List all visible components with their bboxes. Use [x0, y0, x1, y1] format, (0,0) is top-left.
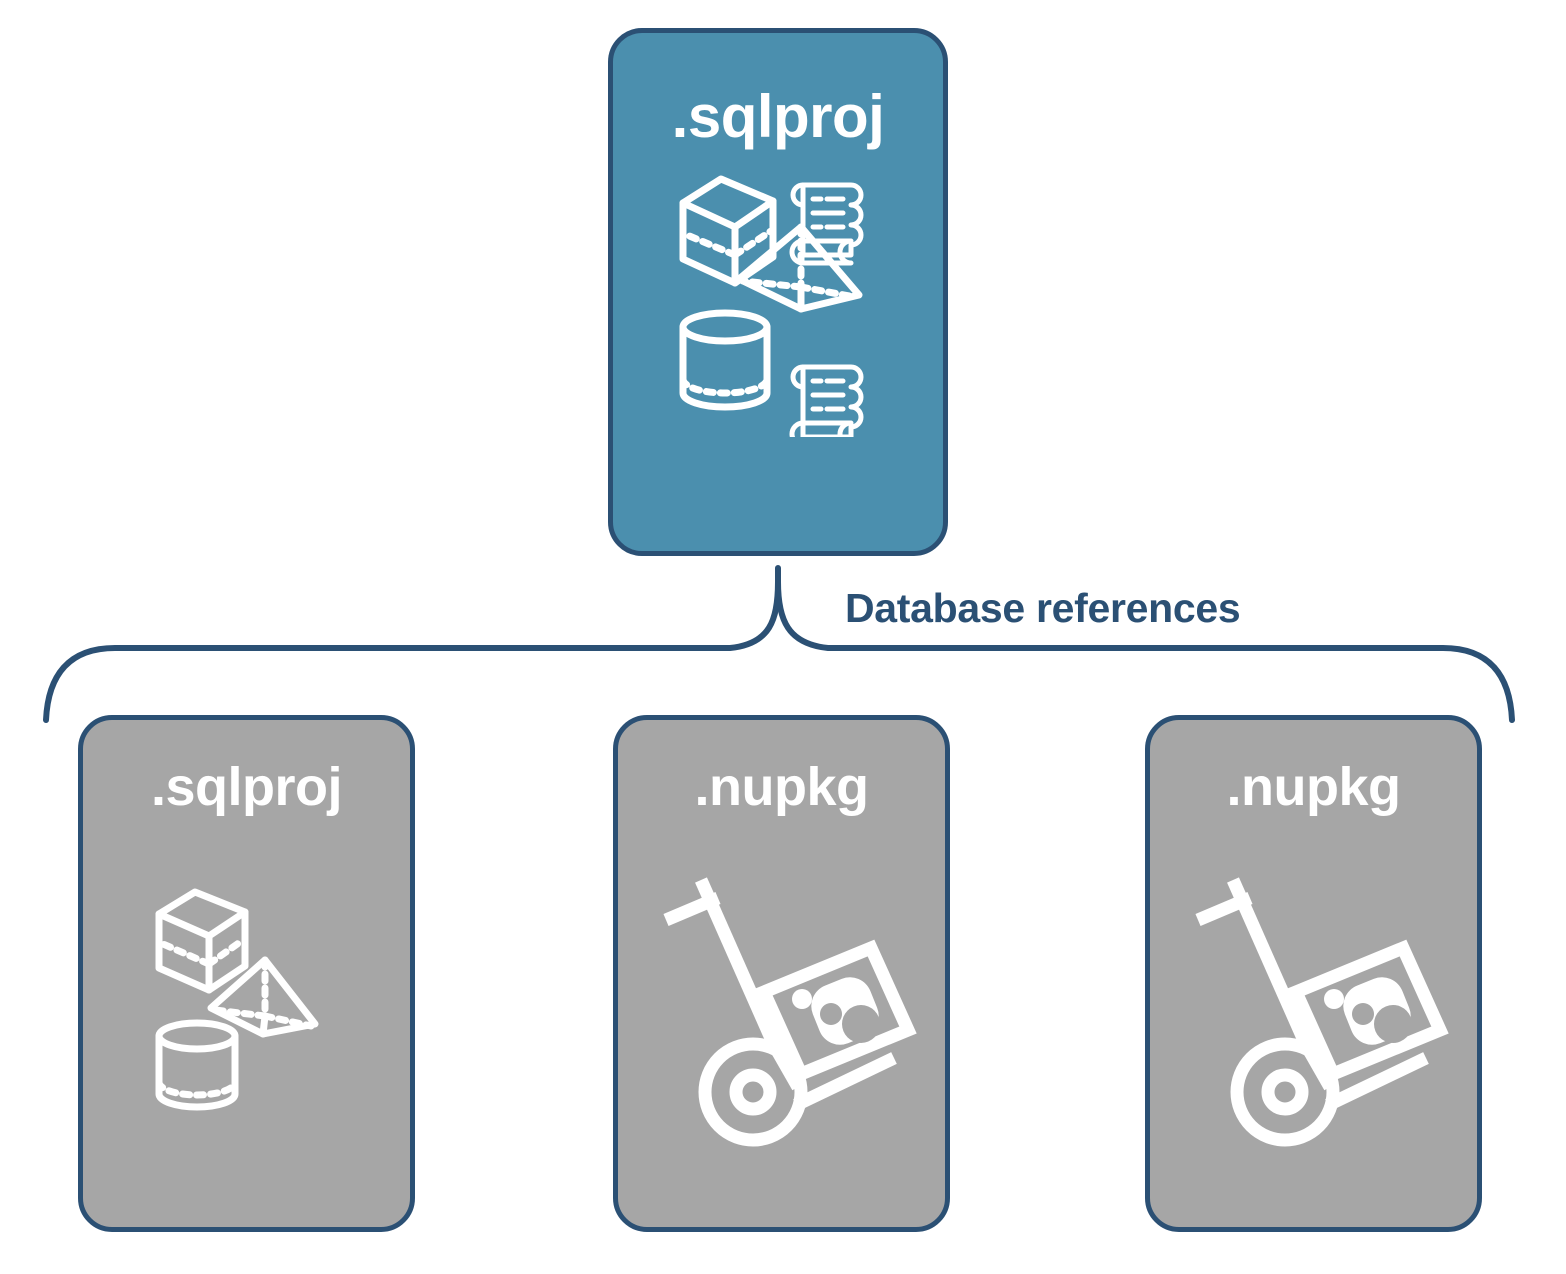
- reference-card-nupkg-1[interactable]: .nupkg: [613, 715, 950, 1232]
- reference-sqlproj-artwork: [83, 814, 410, 1227]
- database-references-label: Database references: [845, 585, 1241, 631]
- hand-truck-wheel: [698, 1037, 808, 1147]
- root-sqlproj-artwork: [613, 147, 943, 551]
- reference-nupkg-1-label: .nupkg: [694, 757, 869, 817]
- package-box: [1287, 939, 1449, 1083]
- scroll-icon: [789, 364, 864, 437]
- pyramid-icon: [735, 223, 863, 313]
- cylinder-icon: [155, 1019, 239, 1111]
- cube-icon: [679, 175, 777, 287]
- nuget-glyph-holes: [820, 1003, 880, 1043]
- root-sqlproj-label: .sqlproj: [671, 83, 885, 150]
- cylinder-icon: [679, 309, 771, 411]
- package-box: [755, 939, 917, 1083]
- root-shapes-group: [679, 175, 864, 437]
- nuget-glyph-holes: [1352, 1003, 1412, 1043]
- reference-sqlproj-label: .sqlproj: [150, 757, 343, 817]
- reference-nupkg-2-label: .nupkg: [1226, 757, 1401, 817]
- reference-card-nupkg-2[interactable]: .nupkg: [1145, 715, 1482, 1232]
- reference-nupkg-2-artwork: [1150, 814, 1477, 1227]
- scroll-icon: [789, 182, 864, 266]
- hand-truck-wheel: [1230, 1037, 1340, 1147]
- reference-shapes-group: [155, 888, 319, 1111]
- root-sqlproj-card[interactable]: .sqlproj: [608, 28, 948, 556]
- reference-card-sqlproj[interactable]: .sqlproj: [78, 715, 415, 1232]
- cube-icon: [155, 888, 249, 994]
- reference-nupkg-1-artwork: [618, 814, 945, 1227]
- hand-truck-package-icon: [1195, 877, 1449, 1147]
- pyramid-icon: [207, 956, 319, 1038]
- hand-truck-package-icon: [663, 877, 917, 1147]
